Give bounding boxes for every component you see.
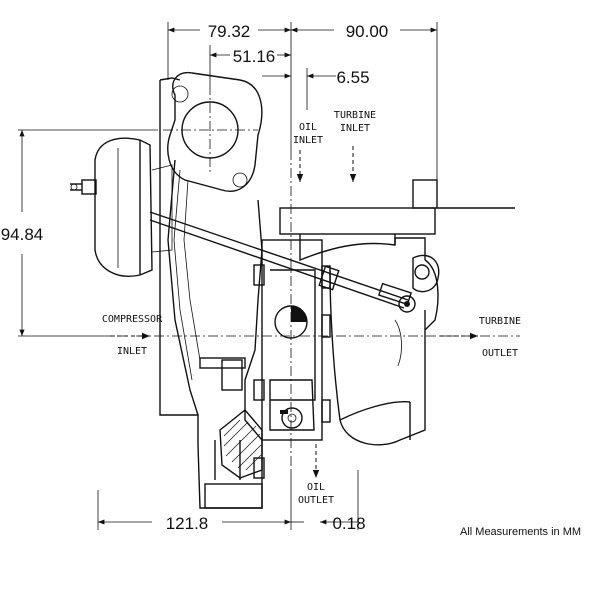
oil-outlet-port	[269, 379, 315, 431]
cut-section-hatch	[219, 409, 263, 479]
svg-text:TURBINE: TURBINE	[334, 110, 376, 121]
dim-bottom-length: 121.8	[166, 514, 209, 533]
svg-text:TURBINE: TURBINE	[479, 316, 521, 327]
svg-text:OUTLET: OUTLET	[298, 495, 334, 506]
compressor-housing	[159, 77, 263, 509]
label-turbine-inlet: TURBINE INLET	[334, 110, 376, 134]
dim-top-inner: 51.16	[233, 47, 276, 66]
dim-height: 94.84	[1, 225, 44, 244]
svg-text:OUTLET: OUTLET	[482, 348, 518, 359]
svg-text:OIL: OIL	[307, 482, 325, 493]
svg-text:INLET: INLET	[117, 346, 147, 357]
turbine-inlet-flange	[167, 71, 263, 192]
svg-text:OIL: OIL	[299, 122, 317, 133]
measurement-note: All Measurements in MM	[460, 526, 581, 538]
centerlines	[100, 85, 520, 470]
label-turbine-outlet: TURBINE OUTLET	[479, 316, 521, 359]
label-oil-outlet: OIL OUTLET	[298, 482, 334, 506]
dim-top-left: 79.32	[208, 22, 251, 41]
wastegate-actuator	[70, 137, 173, 277]
flow-arrows	[110, 146, 478, 478]
dim-top-right: 90.00	[346, 22, 389, 41]
label-oil-inlet: OIL INLET	[293, 122, 323, 146]
svg-text:INLET: INLET	[340, 123, 370, 134]
turbine-housing	[279, 179, 515, 446]
svg-text:COMPRESSOR: COMPRESSOR	[102, 314, 163, 325]
svg-text:INLET: INLET	[293, 135, 323, 146]
dimension-lines	[18, 22, 438, 530]
dim-bottom-offset: 0.18	[332, 514, 365, 533]
label-compressor-inlet: COMPRESSOR INLET	[102, 314, 163, 357]
wastegate-rod	[149, 211, 416, 313]
dim-offset: 6.55	[336, 68, 369, 87]
center-housing	[253, 239, 331, 479]
